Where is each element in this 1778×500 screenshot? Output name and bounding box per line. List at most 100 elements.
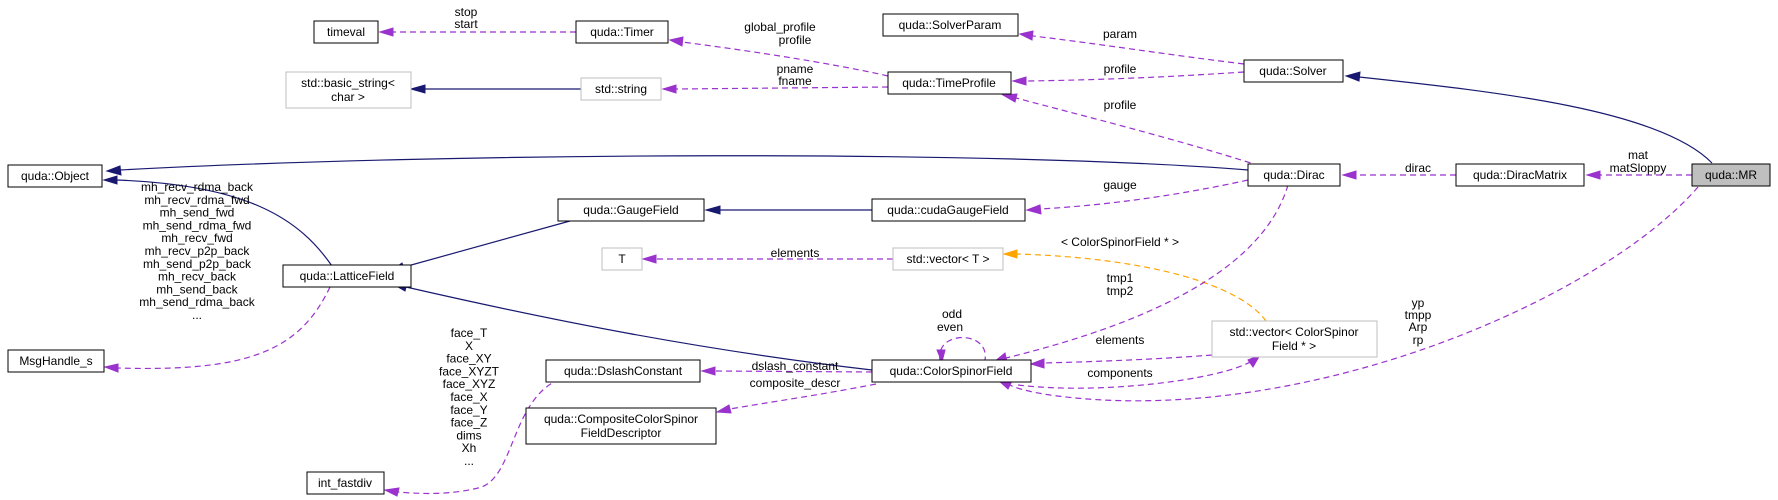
edge-label: mh_recv_back <box>158 270 237 284</box>
node-dirac[interactable]: quda::Dirac <box>1247 163 1341 187</box>
edge-solver-solverparam <box>1032 35 1245 65</box>
edge-dirac-timeprofile <box>1015 97 1261 167</box>
edge-label: yp <box>1412 296 1425 310</box>
node-timeval[interactable]: timeval <box>313 20 379 44</box>
edge-label: tmpp <box>1405 308 1432 322</box>
svg-text:quda::GaugeField: quda::GaugeField <box>583 203 678 217</box>
svg-text:FieldDescriptor: FieldDescriptor <box>581 426 662 440</box>
edge-label: ... <box>192 308 202 322</box>
edge-label: elements <box>1096 333 1145 347</box>
edge-label: profile <box>779 33 812 47</box>
node-std-string[interactable]: std::string <box>580 77 662 101</box>
edge-label: components <box>1087 366 1152 380</box>
edge-csf-self <box>939 337 986 361</box>
arrow-head <box>668 36 684 47</box>
svg-text:quda::CompositeColorSpinor: quda::CompositeColorSpinor <box>544 412 698 426</box>
edge-label: tmp1 <box>1107 271 1134 285</box>
edge-label: elements <box>771 246 820 260</box>
edge-label: face_XY <box>446 352 491 366</box>
edge-label: pname <box>777 62 814 76</box>
arrow-head <box>936 349 946 364</box>
node-solver-param[interactable]: quda::SolverParam <box>882 13 1019 37</box>
edge-label-group-faces: face_TXface_XYface_XYZTface_XYZface_Xfac… <box>439 326 500 468</box>
edge-dslash-intfastdiv <box>397 378 561 495</box>
edge-label: dslash_constant <box>752 359 839 373</box>
edge-label: fname <box>778 74 812 88</box>
arrow-head <box>1029 358 1045 369</box>
edge-latticefield-object <box>116 179 333 267</box>
arrow-head <box>704 205 721 215</box>
arrow-head <box>102 175 118 185</box>
svg-text:quda::ColorSpinorField: quda::ColorSpinorField <box>890 364 1013 378</box>
edge-label: mat <box>1628 148 1649 162</box>
svg-text:quda::DslashConstant: quda::DslashConstant <box>564 364 683 378</box>
edge-label: gauge <box>1103 178 1137 192</box>
edge-label: face_T <box>451 326 488 340</box>
edge-template-instance <box>1016 253 1267 322</box>
arrow-head <box>661 84 677 94</box>
arrow-head <box>641 254 657 264</box>
svg-text:std::vector< T >: std::vector< T > <box>907 252 990 266</box>
edge-label: global_profile <box>744 20 816 34</box>
edge-label: mh_send_fwd <box>160 206 235 220</box>
node-timer[interactable]: quda::Timer <box>575 20 669 44</box>
arrow-head <box>1341 170 1357 180</box>
node-basic-string[interactable]: std::basic_string< char > <box>285 71 412 109</box>
node-mr[interactable]: quda::MR <box>1691 163 1771 187</box>
node-composite-descriptor[interactable]: quda::CompositeColorSpinor FieldDescript… <box>525 407 717 445</box>
edge-label: mh_recv_fwd <box>161 231 232 245</box>
arrow-head <box>715 404 732 414</box>
node-std-vector-t[interactable]: std::vector< T > <box>892 247 1004 271</box>
edge-dirac-cudagaugefield <box>1039 179 1249 210</box>
arrow-head <box>1001 93 1018 103</box>
edge-solver-timeprofile <box>1025 71 1245 82</box>
edge-label: mh_recv_rdma_back <box>141 180 254 194</box>
edge-label: start <box>454 17 478 31</box>
node-cuda-gauge-field[interactable]: quda::cudaGaugeField <box>871 198 1026 222</box>
edge-label: < ColorSpinorField * > <box>1061 235 1179 249</box>
edge-label: mh_recv_rdma_fwd <box>144 193 249 207</box>
arrow-head <box>103 363 119 373</box>
arrow-head <box>1002 249 1018 259</box>
svg-text:quda::TimeProfile: quda::TimeProfile <box>902 76 996 90</box>
node-dirac-matrix[interactable]: quda::DiracMatrix <box>1455 163 1585 187</box>
arrow-head <box>1585 170 1601 180</box>
edge-timeprofile-timer <box>681 41 889 77</box>
edge-csf-compositedescr <box>729 383 877 410</box>
node-color-spinor-field[interactable]: quda::ColorSpinorField <box>871 359 1032 383</box>
edge-label: Xh <box>462 441 477 455</box>
node-msg-handle[interactable]: MsgHandle_s <box>7 349 105 373</box>
svg-text:quda::Solver: quda::Solver <box>1259 64 1326 78</box>
edge-label: even <box>937 320 963 334</box>
arrow-head <box>383 487 400 497</box>
edge-label: X <box>465 339 473 353</box>
arrow-head <box>1018 30 1034 41</box>
edge-label: face_XYZT <box>439 364 500 378</box>
node-gauge-field[interactable]: quda::GaugeField <box>557 198 705 222</box>
edge-dirac-object <box>119 155 1249 171</box>
edge-label-group-msg-handles: mh_recv_rdma_backmh_recv_rdma_fwdmh_send… <box>139 180 255 322</box>
edge-mr-solver <box>1358 76 1713 164</box>
node-vector-color-spinor[interactable]: std::vector< ColorSpinor Field * > <box>1211 320 1378 358</box>
node-lattice-field[interactable]: quda::LatticeField <box>282 264 412 288</box>
svg-text:T: T <box>618 252 626 266</box>
svg-text:quda::Dirac: quda::Dirac <box>1263 168 1324 182</box>
node-solver[interactable]: quda::Solver <box>1243 59 1344 83</box>
node-object[interactable]: quda::Object <box>7 164 103 188</box>
edge-label: face_XYZ <box>443 377 496 391</box>
svg-text:quda::cudaGaugeField: quda::cudaGaugeField <box>887 203 1008 217</box>
node-dslash-constant[interactable]: quda::DslashConstant <box>545 359 701 383</box>
arrow-head <box>700 366 716 376</box>
node-time-profile[interactable]: quda::TimeProfile <box>887 71 1012 95</box>
edge-label: matSloppy <box>1610 161 1667 175</box>
node-int-fastdiv[interactable]: int_fastdiv <box>306 471 385 495</box>
edge-label: odd <box>942 307 962 321</box>
svg-text:quda::LatticeField: quda::LatticeField <box>300 269 395 283</box>
edge-latticefield-msghandle <box>117 286 331 370</box>
svg-text:Field * >: Field * > <box>1272 339 1316 353</box>
node-t[interactable]: T <box>601 247 643 271</box>
svg-text:quda::Object: quda::Object <box>21 169 90 183</box>
edge-label: param <box>1103 27 1137 41</box>
arrow-head <box>1025 204 1042 215</box>
